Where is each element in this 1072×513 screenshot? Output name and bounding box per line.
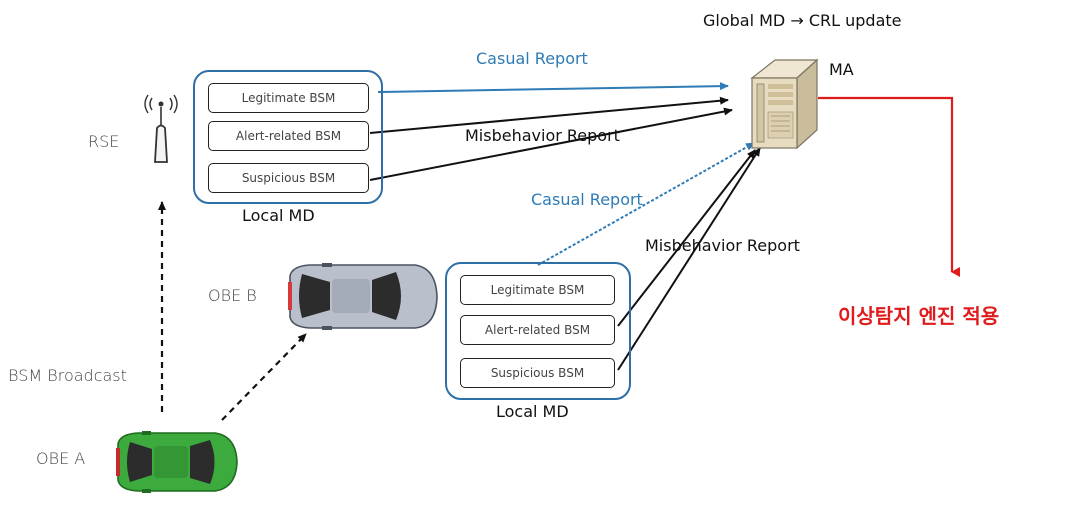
alert-related-bsm-item-1: Alert-related BSM — [208, 121, 369, 151]
casual-report-label-mid: Casual Report — [531, 190, 643, 209]
local-md-title-1: Local MD — [242, 206, 315, 225]
global-md-crl-caption: Global MD → CRL update — [703, 11, 902, 30]
suspicious-bsm-item-2: Suspicious BSM — [460, 358, 615, 388]
misbehavior-arrow-suspicious-2 — [617, 147, 761, 371]
legitimate-bsm-item-1: Legitimate BSM — [208, 83, 369, 113]
rse-label: RSE — [88, 132, 120, 151]
crl-update-arrow — [818, 96, 960, 277]
local-md-title-2: Local MD — [496, 402, 569, 421]
local-md-box-1 — [193, 70, 383, 204]
anomaly-detection-engine-label: 이상탐지 엔진 적용 — [838, 304, 1000, 328]
misbehavior-report-label-right: Misbehavior Report — [645, 236, 800, 255]
obe-a-label: OBE A — [36, 449, 86, 468]
casual-report-label-top: Casual Report — [476, 49, 588, 68]
misbehavior-arrow-suspicious-1 — [369, 107, 733, 181]
ma-label: MA — [829, 60, 854, 79]
legitimate-bsm-item-2: Legitimate BSM — [460, 275, 615, 305]
bsm-broadcast-label: BSM Broadcast — [8, 366, 127, 385]
suspicious-bsm-item-1: Suspicious BSM — [208, 163, 369, 193]
car-obe-a-icon — [116, 431, 238, 493]
misbehavior-arrow-alert-1 — [369, 96, 729, 134]
casual-report-arrow-top — [377, 82, 729, 93]
misbehavior-report-label-left: Misbehavior Report — [465, 126, 620, 145]
obe-b-label: OBE B — [208, 286, 257, 305]
bsm-broadcast-arrow-to-obe-b — [221, 333, 307, 421]
alert-related-bsm-item-2: Alert-related BSM — [460, 315, 615, 345]
local-md-box-2 — [445, 262, 631, 400]
car-obe-b-icon — [288, 263, 438, 330]
casual-report-arrow-mid — [537, 142, 755, 266]
rse-antenna-icon — [144, 94, 178, 163]
misbehavior-arrow-alert-2 — [617, 149, 756, 327]
server-icon — [750, 58, 819, 150]
